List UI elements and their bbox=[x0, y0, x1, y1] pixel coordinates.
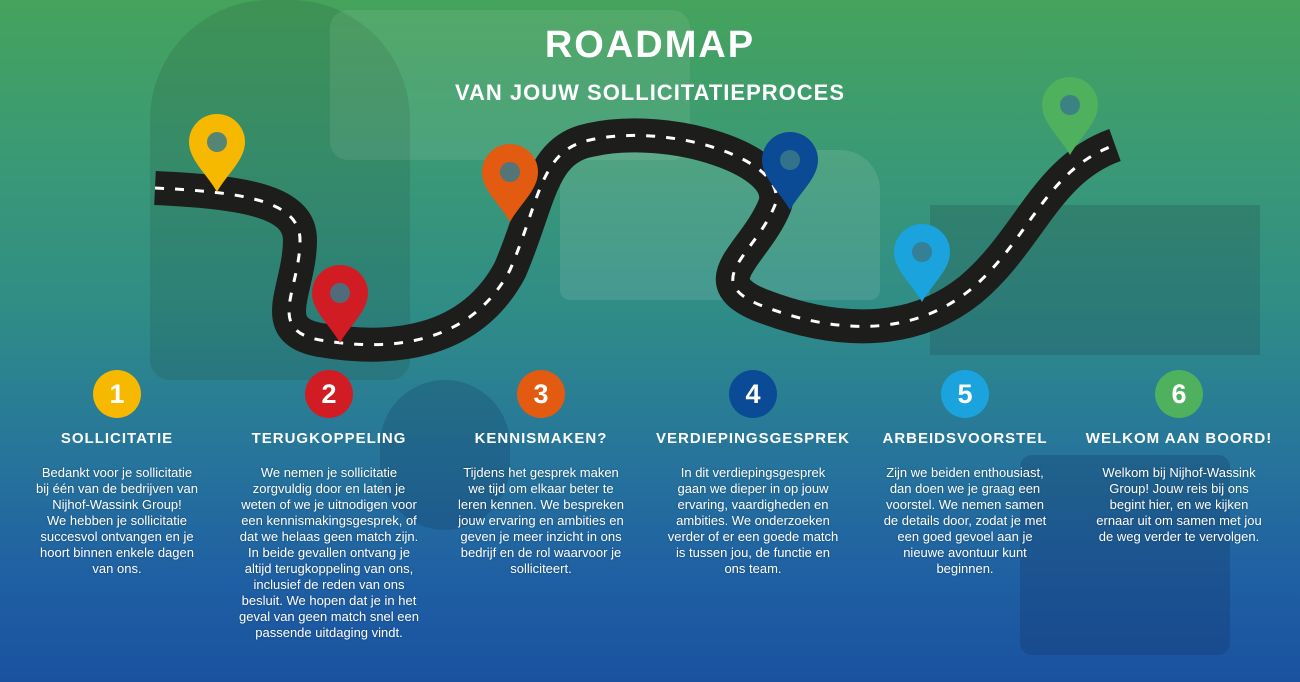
step-6-description: Welkom bij Nijhof-Wassink Group! Jouw re… bbox=[1096, 465, 1262, 544]
step-6-title: WELKOM AAN BOORD! bbox=[1085, 430, 1273, 447]
pin-red-icon bbox=[312, 265, 368, 343]
step-5-title: ARBEIDSVOORSTEL bbox=[882, 430, 1048, 447]
step-1-title: SOLLICITATIE bbox=[60, 430, 174, 447]
background-worker-photo bbox=[380, 380, 510, 530]
step-3-number-badge: 3 bbox=[517, 370, 565, 418]
background-truck-photo bbox=[1020, 455, 1230, 655]
step-3-title: KENNISMAKEN? bbox=[474, 430, 608, 447]
pin-green-icon bbox=[1042, 77, 1098, 155]
step-4-title: VERDIEPINGSGESPREK bbox=[656, 430, 850, 447]
step-6: 6 WELKOM AAN BOORD! Welkom bij Nijhof-Wa… bbox=[1079, 370, 1279, 545]
pin-light-blue-icon bbox=[894, 224, 950, 302]
pin-orange-icon bbox=[482, 144, 538, 222]
step-2-title: TERUGKOPPELING bbox=[251, 430, 407, 447]
step-5-description: Zijn we beiden enthousiast, dan doen we … bbox=[883, 465, 1047, 576]
pin-dark-blue-icon bbox=[762, 132, 818, 210]
page-subtitle: VAN JOUW SOLLICITATIEPROCES bbox=[454, 80, 845, 105]
page-title: ROADMAP bbox=[544, 24, 756, 66]
step-6-number-badge: 6 bbox=[1155, 370, 1203, 418]
step-2: 2 TERUGKOPPELING We nemen je sollicitati… bbox=[229, 370, 429, 641]
step-2-number-badge: 2 bbox=[305, 370, 353, 418]
pin-yellow-icon bbox=[188, 113, 246, 192]
road-center-line bbox=[154, 133, 1116, 347]
step-3-description: Tijdens het gesprek maken we tijd om elk… bbox=[458, 465, 624, 576]
step-1-number-badge: 1 bbox=[93, 370, 141, 418]
step-1: 1 SOLLICITATIE Bedankt voor je sollicita… bbox=[17, 370, 217, 577]
step-1-description: Bedankt voor je sollicitatie bij één van… bbox=[36, 465, 198, 576]
step-3: 3 KENNISMAKEN? Tijdens het gesprek maken… bbox=[441, 370, 641, 577]
step-4: 4 VERDIEPINGSGESPREK In dit verdiepingsg… bbox=[653, 370, 853, 577]
step-4-description: In dit verdiepingsgesprek gaan we dieper… bbox=[667, 465, 839, 576]
step-2-description: We nemen je sollicitatie zorgvuldig door… bbox=[239, 465, 419, 640]
step-5: 5 ARBEIDSVOORSTEL Zijn we beiden enthous… bbox=[865, 370, 1065, 577]
step-4-number-badge: 4 bbox=[729, 370, 777, 418]
step-5-number-badge: 5 bbox=[941, 370, 989, 418]
